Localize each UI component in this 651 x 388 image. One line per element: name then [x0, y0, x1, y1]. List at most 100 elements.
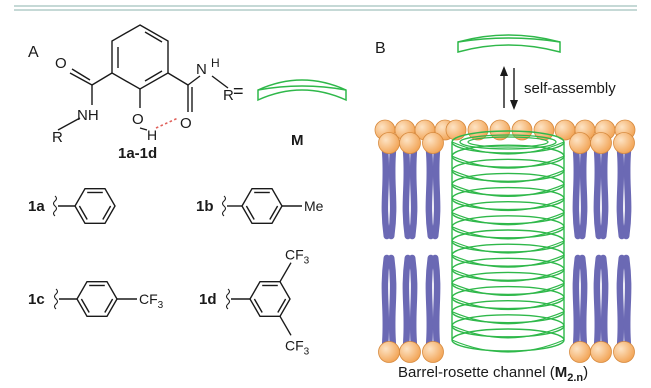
rosette-ring-front: [451, 339, 565, 353]
channel-caption: Barrel-rosette channel (M2.n): [398, 364, 588, 384]
bond: [57, 117, 81, 131]
ring-double-bond: [80, 298, 90, 313]
bond: [211, 75, 229, 89]
atom-NH-left: NH: [77, 107, 99, 124]
hbond-dashed: [155, 117, 179, 129]
bond: [279, 315, 292, 336]
lipid-head-back: [467, 119, 489, 141]
rosette-ring-front: [451, 169, 565, 183]
rosette-ring-front: [451, 325, 565, 339]
lipid-tail: [616, 146, 626, 240]
lipid-tail: [578, 254, 588, 350]
caption-bold: M: [555, 364, 568, 381]
bond: [139, 127, 148, 131]
central-ring: [111, 24, 169, 90]
ring-double-bond: [144, 70, 163, 82]
rosette-ring-front: [451, 268, 565, 282]
lipid-head-bottom: [422, 341, 444, 363]
lipid-head-top: [590, 132, 612, 154]
free-monomer-ring: [457, 34, 561, 53]
rosette-ring-front: [451, 198, 565, 212]
ring-double-bond: [269, 205, 279, 220]
lipid-tail: [572, 146, 582, 240]
lipid-tail: [431, 254, 441, 350]
caption-prefix: Barrel-rosette channel (: [398, 364, 555, 381]
methyl-label: Me: [304, 198, 324, 214]
rosette-ring-front: [451, 226, 565, 240]
rosette-ring-front: [451, 254, 565, 268]
cf-subscript: 3: [304, 346, 310, 357]
attachment-wave: [53, 288, 59, 310]
carbonyl-bond: [71, 68, 91, 81]
bond: [91, 72, 113, 86]
ring-double-bond: [144, 31, 163, 43]
lipid-tail: [616, 254, 626, 350]
benzene-ring: [241, 187, 283, 225]
bond: [279, 262, 292, 283]
cf-text: CF: [285, 247, 304, 263]
rosette-ring-front: [451, 282, 565, 296]
benzene-ring: [76, 280, 118, 318]
lipid-head-top: [399, 132, 421, 154]
lipid-tail: [572, 254, 582, 350]
lipid-head-bottom: [378, 341, 400, 363]
cf3-label-1c: CF3: [139, 291, 164, 311]
lipid-tail: [387, 254, 397, 350]
lipid-tail: [622, 254, 632, 350]
lipid-tail: [431, 146, 441, 240]
lipid-tail: [599, 254, 609, 350]
lipid-head-top: [569, 132, 591, 154]
scaffold-molecule: [57, 24, 229, 131]
substituent-1c: 1c CF3: [28, 280, 164, 318]
substituent-label-1a: 1a: [28, 198, 45, 215]
ring-double-bond: [253, 298, 263, 313]
atom-O-carbonyl-right: O: [180, 115, 192, 132]
lipid-head-bottom: [399, 341, 421, 363]
lipid-tail: [425, 146, 435, 240]
substituent-1a: 1a: [28, 187, 116, 225]
rosette-ring-front: [451, 212, 565, 226]
cf3-label-1d-top: CF3: [285, 247, 310, 267]
rosette-ring-front: [451, 183, 565, 197]
attachment-wave: [221, 195, 227, 217]
rosette-ring-front: [451, 141, 565, 155]
atom-O-hydroxyl: O: [132, 111, 144, 128]
lipid-head-bottom: [590, 341, 612, 363]
lipid-tail: [381, 254, 391, 350]
caption-sub: 2.n: [567, 372, 583, 384]
lipid-bilayer: [374, 119, 636, 363]
lipid-tail: [381, 146, 391, 240]
cf-text: CF: [285, 337, 304, 353]
cf-subscript: 3: [158, 300, 164, 311]
rosette-ring-front: [451, 311, 565, 325]
lipid-tail: [599, 146, 609, 240]
lipid-head-top: [613, 132, 635, 154]
bond: [187, 75, 201, 86]
lipid-head-top: [378, 132, 400, 154]
monomer-label: M: [291, 132, 304, 149]
lipid-head-bottom: [569, 341, 591, 363]
substituent-label-1c: 1c: [28, 291, 45, 308]
atom-N-right: N: [196, 61, 207, 78]
lipid-tail: [593, 254, 603, 350]
benzene-ring: [74, 187, 116, 225]
panel-a-label: A: [28, 44, 39, 61]
lipid-tail: [402, 254, 412, 350]
lipid-tail: [593, 146, 603, 240]
equals-sign: =: [233, 81, 244, 101]
substituent-label-1d: 1d: [199, 291, 217, 308]
lipid-tail: [578, 146, 588, 240]
lipid-tail: [402, 146, 412, 240]
rosette-ring-front: [451, 297, 565, 311]
lipid-head-top: [422, 132, 444, 154]
rosette-ring-inner: [467, 136, 549, 148]
atom-R-right: R: [223, 87, 234, 104]
ring-double-bond: [104, 298, 114, 313]
atom-H-hydroxyl: H: [147, 127, 157, 143]
atom-labels: O N H R NH R O H O: [52, 55, 234, 146]
lipid-tail: [408, 254, 418, 350]
